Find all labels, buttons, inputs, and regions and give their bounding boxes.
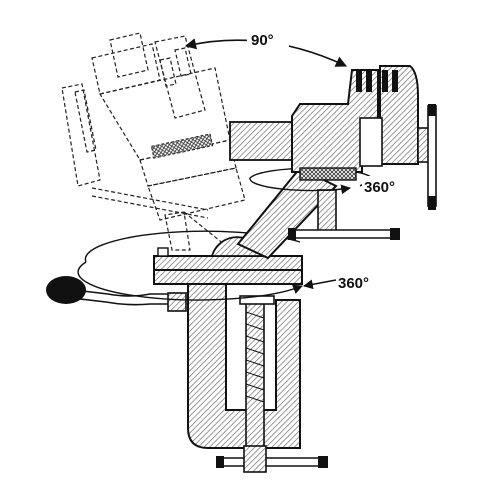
base-rotation-label: 360° bbox=[338, 275, 369, 292]
clamp-handle-bar bbox=[219, 457, 327, 467]
base-rotation-arrow-right bbox=[303, 279, 337, 290]
vise-handle-top-grip bbox=[428, 104, 436, 116]
head-rotation-ellipse-front bbox=[249, 177, 351, 195]
base-lock-lever bbox=[71, 289, 171, 306]
vise-slide-bar bbox=[229, 121, 297, 161]
clamp-handle-right-grip bbox=[318, 456, 328, 468]
head-lock-right-grip bbox=[390, 228, 400, 240]
vise-jaw-face-mid bbox=[366, 70, 372, 92]
base-lock-nut bbox=[167, 292, 187, 312]
vise-jaw-face-left bbox=[356, 70, 362, 92]
clamp-screw-hub bbox=[243, 445, 267, 473]
tilted-ghost-vise bbox=[61, 32, 246, 251]
vise-guide-rod bbox=[359, 117, 383, 167]
tilt-angle-label: 90° bbox=[251, 32, 274, 49]
vise-jaw-face-right bbox=[382, 70, 388, 92]
head-rotation-label: 360° bbox=[364, 179, 395, 196]
base-rotation-ellipse-front bbox=[77, 261, 303, 301]
head-lock-stem bbox=[317, 189, 337, 235]
head-lock-left-grip bbox=[288, 228, 296, 240]
base-pin bbox=[157, 247, 169, 257]
base-turntable-top bbox=[153, 255, 303, 271]
head-lock-bar bbox=[289, 229, 399, 239]
vise-jaw-face-far bbox=[392, 70, 398, 92]
head-rotation-label-bg bbox=[362, 176, 408, 194]
clamp-c-frame bbox=[187, 279, 301, 449]
vise-knurled-ring bbox=[299, 167, 357, 181]
base-turntable-bottom bbox=[153, 269, 303, 285]
ghost-knurled-ring bbox=[150, 133, 214, 159]
clamp-handle-left-grip bbox=[216, 456, 224, 468]
clamp-screw bbox=[245, 299, 265, 453]
vise-handle-bar bbox=[427, 105, 437, 207]
vise-handle-bottom-grip bbox=[428, 196, 436, 210]
tilt-label-bg bbox=[247, 30, 289, 48]
clamp-screw-threads bbox=[245, 311, 265, 403]
base-lock-lever-knob bbox=[46, 276, 86, 304]
